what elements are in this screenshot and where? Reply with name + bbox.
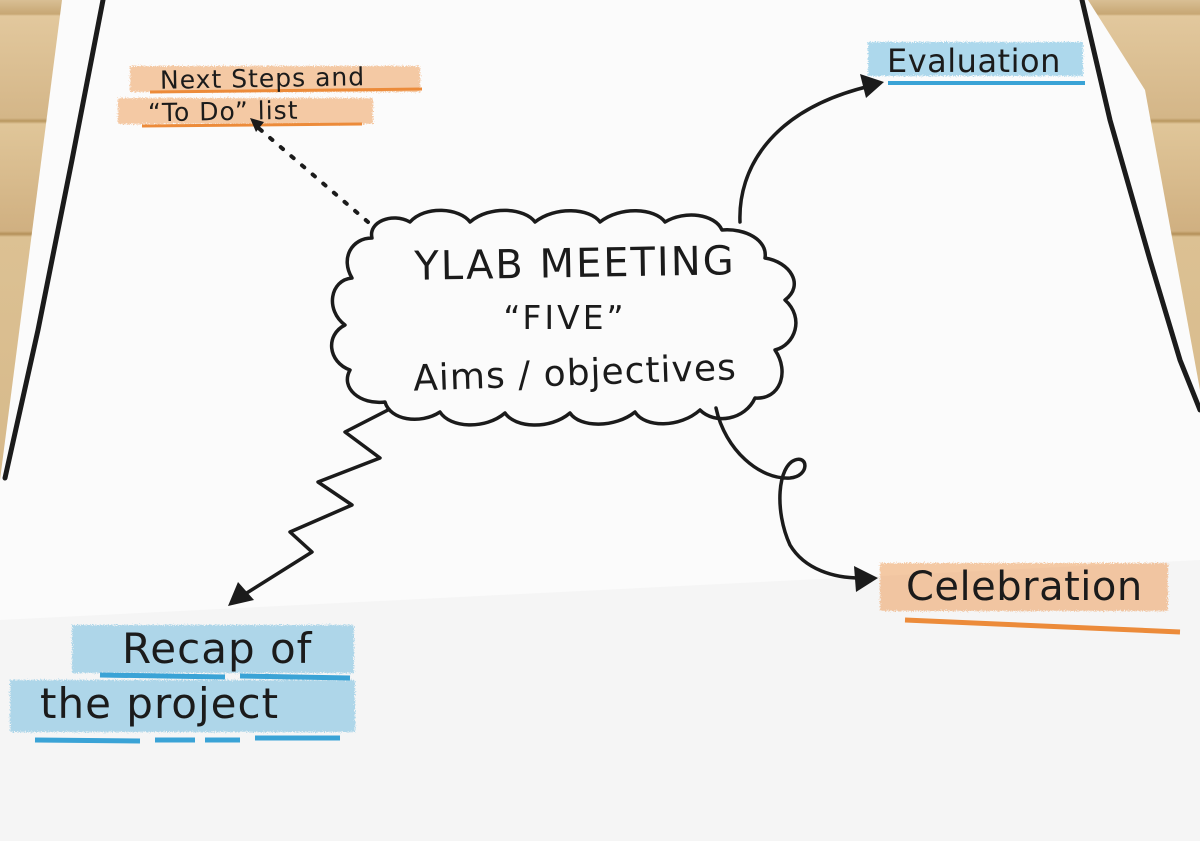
evaluation-label: Evaluation: [887, 42, 1061, 80]
arrow-to-celebration: [714, 406, 862, 580]
next-steps-highlight: [118, 66, 420, 124]
next-steps-label-line2: “To Do” list: [147, 95, 299, 128]
center-cloud: [329, 208, 798, 427]
celebration-label: Celebration: [906, 564, 1143, 610]
next-steps-label-line1: Next Steps and: [159, 62, 366, 95]
dotted-arrowhead: [250, 118, 264, 132]
evaluation-arrowhead: [860, 74, 884, 98]
recap-underlines: [34, 672, 351, 744]
recap-label-line2: the project: [40, 679, 280, 728]
right-border-line: [1079, 0, 1200, 413]
dotted-connector: [253, 123, 370, 224]
recap-label-line1: Recap of: [122, 624, 313, 673]
arrow-to-evaluation: [738, 84, 872, 224]
recap-arrowhead: [228, 582, 254, 606]
celebration-arrowhead: [854, 566, 878, 592]
arrow-to-recap: [240, 408, 390, 598]
evaluation-highlight: [868, 42, 1083, 76]
celebration-highlight: [880, 563, 1168, 611]
center-title: YLAB MEETING: [413, 238, 737, 290]
recap-highlight: [10, 625, 355, 732]
center-subtitle: “FIVE”: [503, 298, 627, 337]
left-border-line: [2, 0, 106, 481]
